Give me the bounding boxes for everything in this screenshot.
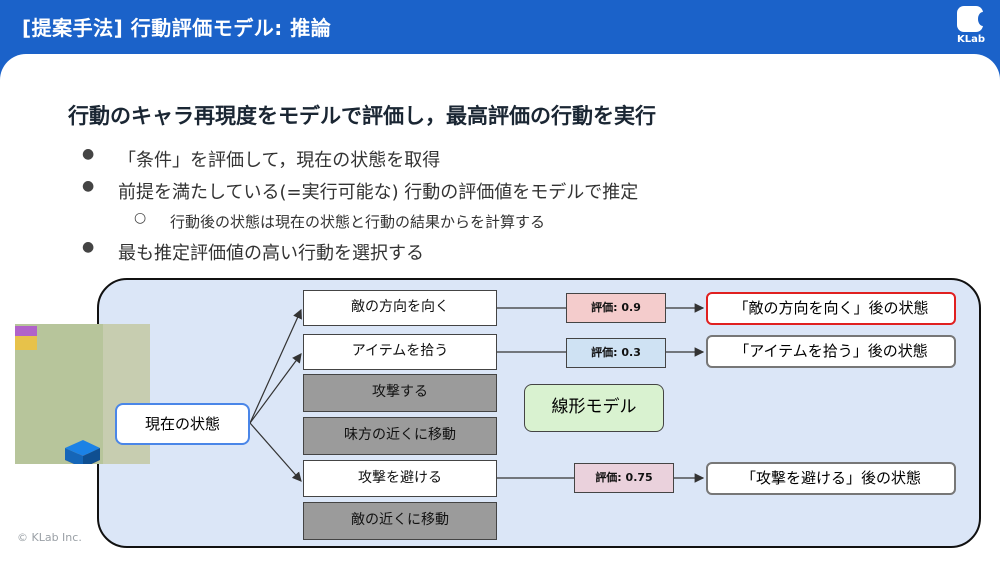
- slide-title: [提案手法] 行動評価モデル: 推論: [22, 16, 332, 40]
- action-move-near-enemy: 敵の近くに移動: [303, 502, 497, 540]
- sub-bullet-circle-icon: ○: [134, 210, 147, 226]
- eval-score-face-enemy: 評価: 0.9: [566, 293, 666, 323]
- bullet-3-text: 最も推定評価値の高い行動を選択する: [118, 243, 424, 264]
- bullet-2-text: 前提を満たしている(=実行可能な) 行動の評価値をモデルで推定: [118, 182, 639, 203]
- action-attack: 攻撃する: [303, 374, 497, 412]
- linear-model-box: 線形モデル: [524, 384, 664, 432]
- bullet-2: ● 前提を満たしている(=実行可能な) 行動の評価値をモデルで推定: [82, 178, 639, 204]
- heading: 行動のキャラ再現度をモデルで評価し，最高評価の行動を実行: [68, 104, 656, 128]
- bullet-3: ● 最も推定評価値の高い行動を選択する: [82, 239, 424, 265]
- klab-logo: KLab: [954, 6, 988, 50]
- sub-bullet-text: 行動後の状態は現在の状態と行動の結果からを計算する: [170, 213, 546, 231]
- bullet-1-text: 「条件」を評価して，現在の状態を取得: [118, 150, 441, 171]
- bullet-dot-icon: ●: [82, 239, 95, 255]
- result-state-pick-item: 「アイテムを拾う」後の状態: [706, 335, 956, 368]
- title-bar: [提案手法] 行動評価モデル: 推論 KLab: [0, 0, 1000, 54]
- action-face-enemy: 敵の方向を向く: [303, 290, 497, 326]
- copyright: © KLab Inc.: [17, 531, 82, 544]
- eval-score-pick-item: 評価: 0.3: [566, 338, 666, 368]
- sub-bullet: ○ 行動後の状態は現在の状態と行動の結果からを計算する: [134, 210, 546, 232]
- bullet-dot-icon: ●: [82, 178, 95, 194]
- action-move-near-ally: 味方の近くに移動: [303, 417, 497, 455]
- result-state-dodge: 「攻撃を避ける」後の状態: [706, 462, 956, 495]
- klab-logo-icon: [957, 6, 988, 32]
- klab-logo-text: KLab: [956, 34, 986, 45]
- action-dodge: 攻撃を避ける: [303, 460, 497, 497]
- bullet-1: ● 「条件」を評価して，現在の状態を取得: [82, 146, 441, 172]
- action-pick-item: アイテムを拾う: [303, 334, 497, 370]
- scene-block-base: [15, 336, 37, 350]
- result-state-face-enemy: 「敵の方向を向く」後の状態: [706, 292, 956, 325]
- bullet-dot-icon: ●: [82, 146, 95, 162]
- eval-score-dodge: 評価: 0.75: [574, 463, 674, 493]
- current-state-node: 現在の状態: [115, 403, 250, 445]
- character-icon: [65, 440, 100, 464]
